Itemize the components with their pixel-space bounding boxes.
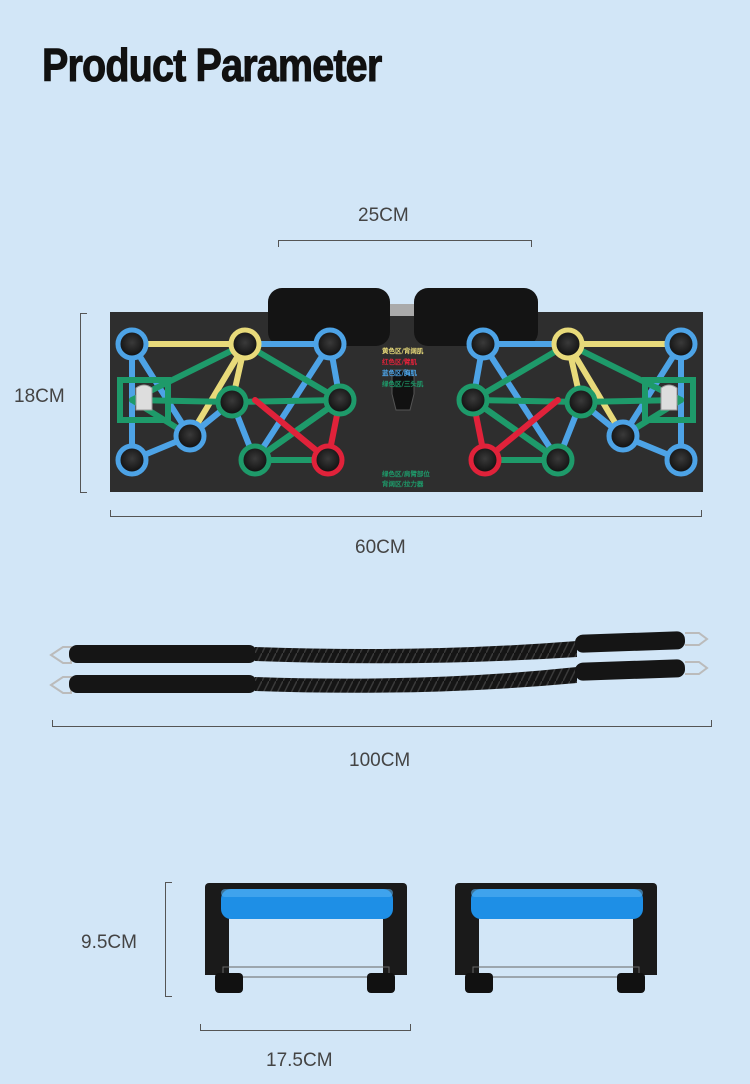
band-upper [49, 631, 709, 664]
board-length-dimension-line [110, 510, 702, 517]
board-height-label: 18CM [14, 386, 65, 407]
handle-right [455, 883, 657, 993]
handle-height-dimension-line [165, 882, 172, 997]
right-foot-pad [414, 288, 538, 346]
board-width-dimension-line [278, 240, 532, 247]
handle-left [205, 883, 407, 993]
board-legend-line-3: 蓝色区/胸肌 [382, 368, 417, 377]
band-length-label: 100CM [349, 750, 411, 771]
board-height-dimension-line [80, 313, 87, 493]
left-grip-cups [115, 327, 357, 477]
board-legend-line-2: 红色区/臂肌 [382, 357, 417, 366]
board-legend-bottom-1: 绿色区/肩臂部位 [382, 469, 430, 478]
left-band-anchor [117, 377, 171, 423]
board-legend-bottom-2: 背阔区/拉力器 [382, 479, 424, 488]
pushup-board-image: 黄色区/背阔肌 红色区/臂肌 蓝色区/胸肌 绿色区/三头肌 绿色区/肩臂部位 背… [110, 288, 703, 492]
resistance-bands-image [49, 631, 709, 694]
handle-width-label: 17.5CM [266, 1050, 333, 1071]
board-width-label: 25CM [358, 205, 409, 226]
left-foot-pad [268, 288, 390, 346]
band-lower [49, 659, 709, 694]
board-legend-line-1: 黄色区/背阔肌 [382, 346, 424, 355]
right-grip-cups [456, 327, 698, 477]
band-length-dimension-line [52, 720, 712, 727]
page-title: Product Parameter [42, 39, 383, 92]
board-legend-line-4: 绿色区/三头肌 [382, 379, 424, 388]
pushup-handles-image [205, 883, 657, 993]
handle-height-label: 9.5CM [81, 932, 137, 953]
right-band-anchor [642, 377, 696, 423]
board-length-label: 60CM [355, 537, 406, 558]
handle-width-dimension-line [200, 1024, 411, 1031]
